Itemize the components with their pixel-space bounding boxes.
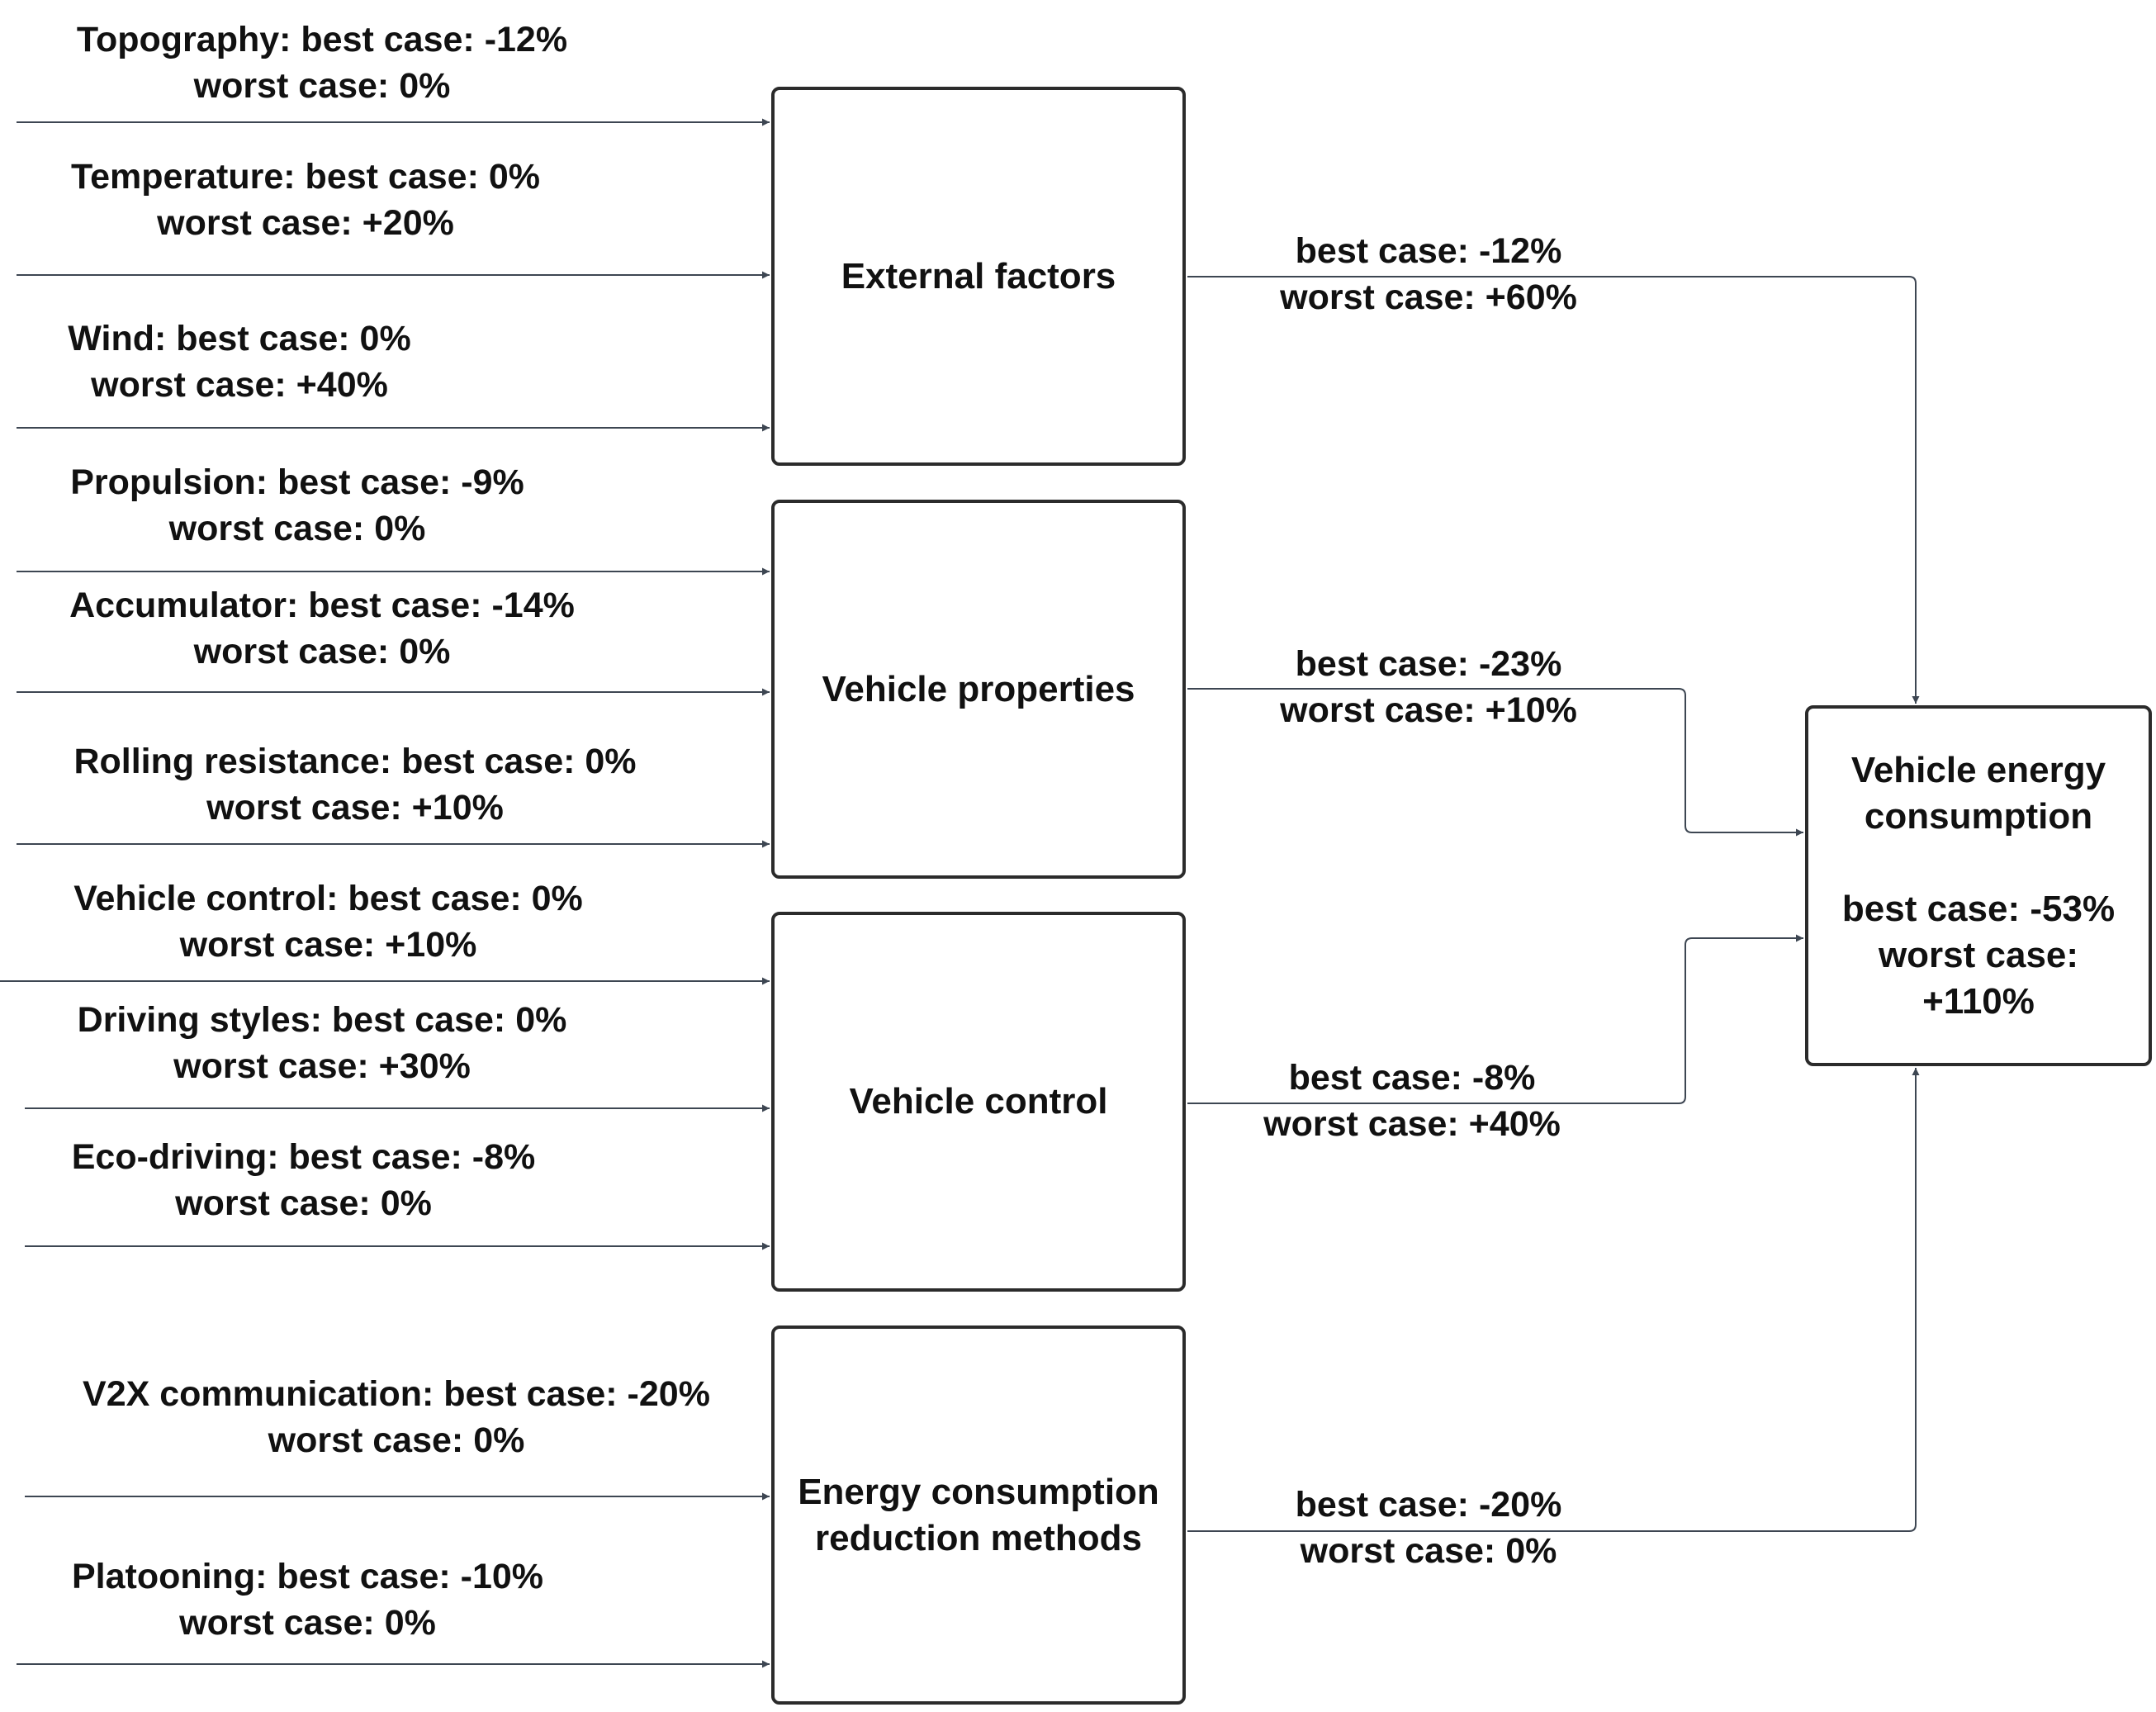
- input-label-rolling-resistance: Rolling resistance: best case: 0% worst …: [33, 738, 677, 831]
- group-output-label-vehicle-control: best case: -8% worst case: +40%: [1230, 1055, 1594, 1147]
- input-label-line2: worst case: 0%: [268, 1420, 525, 1460]
- input-label-line2: worst case: +30%: [173, 1046, 471, 1086]
- result-title-line1: Vehicle energy: [1850, 749, 2106, 790]
- group-box-title: Vehicle properties: [822, 666, 1135, 713]
- result-best-case: best case: -53%: [1841, 888, 2116, 929]
- arrow-vehicle-properties-to-result: [1187, 688, 1803, 837]
- arrow-reduction-methods-to-result: [1187, 1068, 1920, 1532]
- output-label-line1: best case: -23%: [1295, 644, 1562, 684]
- input-label-line2: worst case: 0%: [168, 509, 426, 548]
- input-label-driving-styles: Driving styles: best case: 0% worst case…: [33, 997, 611, 1089]
- group-title-line1: Vehicle properties: [822, 668, 1135, 709]
- group-box-vehicle-control: Vehicle control: [771, 912, 1186, 1292]
- result-title-line2: consumption: [1864, 795, 2093, 837]
- input-label-line1: V2X communication: best case: -20%: [83, 1374, 710, 1414]
- input-label-topography: Topography: best case: -12% worst case: …: [33, 17, 611, 109]
- group-box-title: External factors: [841, 254, 1116, 300]
- output-label-line2: worst case: +40%: [1263, 1104, 1561, 1144]
- input-label-line1: Eco-driving: best case: -8%: [71, 1137, 536, 1177]
- output-label-line2: worst case: 0%: [1300, 1531, 1557, 1571]
- input-label-line2: worst case: +40%: [91, 365, 388, 405]
- input-label-accumulator: Accumulator: best case: -14% worst case:…: [33, 582, 611, 675]
- output-label-line1: best case: -8%: [1288, 1058, 1536, 1098]
- input-label-v2x-communication: V2X communication: best case: -20% worst…: [33, 1371, 760, 1463]
- group-title-line1: External factors: [841, 255, 1116, 296]
- group-output-label-energy-consumption-reduction-methods: best case: -20% worst case: 0%: [1247, 1482, 1610, 1574]
- input-label-eco-driving: Eco-driving: best case: -8% worst case: …: [33, 1134, 574, 1226]
- result-worst-case-value: +110%: [1922, 980, 2035, 1022]
- input-label-propulsion: Propulsion: best case: -9% worst case: 0…: [25, 459, 570, 552]
- arrow-external-factors-to-result: [1187, 276, 1920, 704]
- input-label-line2: worst case: +10%: [206, 788, 504, 828]
- input-label-line1: Temperature: best case: 0%: [71, 157, 540, 197]
- input-label-temperature: Temperature: best case: 0% worst case: +…: [17, 154, 595, 246]
- input-label-line2: worst case: 0%: [179, 1603, 436, 1643]
- input-label-wind: Wind: best case: 0% worst case: +40%: [33, 315, 446, 408]
- input-label-line1: Accumulator: best case: -14%: [69, 586, 575, 625]
- group-title-line2: reduction methods: [814, 1517, 1143, 1558]
- output-label-line1: best case: -12%: [1295, 231, 1562, 271]
- input-label-line1: Wind: best case: 0%: [68, 319, 411, 358]
- input-label-line2: worst case: 0%: [193, 632, 451, 671]
- group-box-energy-consumption-reduction-methods: Energy consumption reduction methods: [771, 1325, 1186, 1705]
- input-label-line1: Propulsion: best case: -9%: [70, 462, 524, 502]
- group-output-label-vehicle-properties: best case: -23% worst case: +10%: [1247, 641, 1610, 733]
- group-box-title: Energy consumption reduction methods: [798, 1469, 1159, 1562]
- input-label-line1: Driving styles: best case: 0%: [77, 1000, 567, 1040]
- output-label-line1: best case: -20%: [1295, 1485, 1562, 1525]
- input-label-line2: worst case: 0%: [193, 66, 451, 106]
- input-label-line1: Platooning: best case: -10%: [71, 1557, 544, 1596]
- input-label-vehicle-control: Vehicle control: best case: 0% worst cas…: [33, 875, 623, 968]
- arrow-vehicle-control-to-result: [1187, 934, 1803, 1104]
- group-title-line1: Vehicle control: [849, 1081, 1108, 1122]
- input-label-line2: worst case: +10%: [179, 925, 477, 965]
- result-worst-case-label: worst case:: [1878, 934, 2079, 975]
- group-output-label-external-factors: best case: -12% worst case: +60%: [1247, 228, 1610, 320]
- group-box-title: Vehicle control: [850, 1079, 1108, 1125]
- output-label-line2: worst case: +10%: [1280, 690, 1577, 730]
- input-label-line1: Rolling resistance: best case: 0%: [73, 742, 637, 781]
- input-label-line1: Topography: best case: -12%: [76, 20, 568, 59]
- output-label-line2: worst case: +60%: [1280, 277, 1577, 317]
- input-label-line2: worst case: 0%: [175, 1183, 432, 1223]
- result-box-vehicle-energy-consumption: Vehicle energy consumption best case: -5…: [1805, 705, 2152, 1066]
- group-title-line1: Energy consumption: [798, 1471, 1159, 1512]
- input-label-line1: Vehicle control: best case: 0%: [73, 879, 583, 918]
- group-box-vehicle-properties: Vehicle properties: [771, 500, 1186, 879]
- input-label-line2: worst case: +20%: [157, 203, 454, 243]
- group-box-external-factors: External factors: [771, 87, 1186, 466]
- input-label-platooning: Platooning: best case: -10% worst case: …: [33, 1553, 582, 1646]
